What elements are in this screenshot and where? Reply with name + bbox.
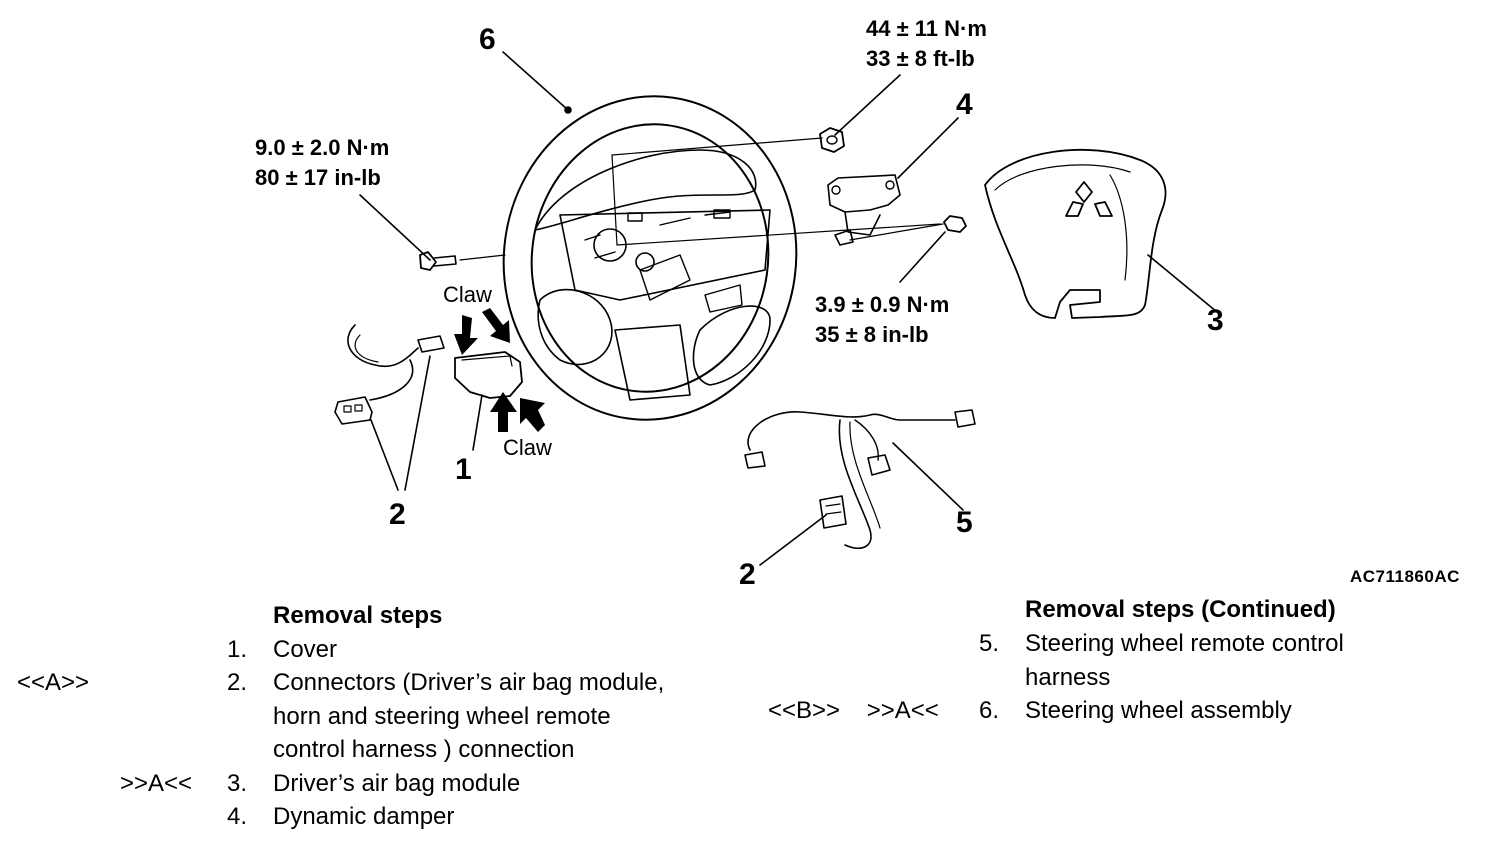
step-1-text: Cover (273, 636, 338, 663)
torque-bolt: 9.0 ± 2.0 N·m 80 ± 17 in-lb (255, 133, 389, 193)
callout-4: 4 (956, 88, 973, 121)
step-3-number: 3. (226, 770, 247, 797)
torque-nut-imperial: 33 ± 8 ft-lb (866, 46, 975, 71)
callout-5: 5 (956, 506, 973, 539)
torque-damper-bolt: 3.9 ± 0.9 N·m 35 ± 8 in-lb (815, 290, 949, 350)
step-5-text-line-1: Steering wheel remote control (1025, 630, 1344, 657)
remote-control-harness-drawing (744, 409, 976, 549)
step-4-number: 4. (226, 803, 247, 830)
callout-2-bottom: 2 (739, 558, 756, 591)
step-6-number: 6. (978, 697, 999, 724)
steps-right-heading: Removal steps (Continued) (1025, 596, 1336, 623)
damper-bolt-drawing (943, 215, 967, 233)
bolt-drawing (419, 251, 457, 271)
connector-harness-left-drawing (334, 324, 445, 425)
torque-bolt-metric: 9.0 ± 2.0 N·m (255, 135, 390, 160)
claw-label-bottom: Claw (503, 435, 552, 460)
leader-lines (359, 51, 1218, 566)
steering-wheel-drawing (502, 95, 798, 421)
claw-arrows (454, 308, 545, 432)
step-2-ref: <<A>> (17, 669, 90, 696)
assembly-lines (459, 137, 944, 261)
step-2-number: 2. (226, 669, 247, 696)
callout-3: 3 (1207, 304, 1224, 337)
cover-drawing (454, 351, 523, 399)
step-2-text-line-1: Connectors (Driver’s air bag module, (273, 669, 665, 696)
dynamic-damper-drawing (827, 174, 901, 246)
step-3-text: Driver’s air bag module (273, 770, 521, 797)
torque-nut: 44 ± 11 N·m 33 ± 8 ft-lb (866, 14, 987, 74)
torque-nut-metric: 44 ± 11 N·m (866, 16, 987, 41)
air-bag-module-drawing (984, 148, 1167, 319)
callout-2-left: 2 (389, 498, 406, 531)
torque-bolt-imperial: 80 ± 17 in-lb (255, 165, 381, 190)
torque-damper-imperial: 35 ± 8 in-lb (815, 322, 929, 347)
step-4-text: Dynamic damper (273, 803, 455, 830)
step-1-number: 1. (226, 636, 247, 663)
step-5-number: 5. (978, 630, 999, 657)
step-3-ref: >>A<< (120, 770, 193, 797)
illustration-code: AC711860AC (1350, 567, 1460, 586)
step-2-text-line-2: horn and steering wheel remote (273, 702, 611, 730)
steps-left-heading: Removal steps (273, 602, 443, 629)
step-2: <<A>> 2. Connectors (Driver’s air bag mo… (0, 666, 740, 766)
callout-1: 1 (455, 453, 472, 486)
step-6-ref: <<B>> >>A<< (768, 697, 939, 724)
claw-label-top: Claw (443, 282, 492, 307)
step-2-text-line-3: control harness ) connection (273, 736, 575, 763)
step-6-text: Steering wheel assembly (1025, 697, 1292, 724)
callout-6: 6 (479, 23, 496, 56)
step-5-text-line-2: harness (1025, 663, 1111, 691)
step-5: 5. Steering wheel remote control harness (760, 627, 1500, 694)
torque-damper-metric: 3.9 ± 0.9 N·m (815, 292, 950, 317)
nut-drawing (819, 127, 845, 153)
exploded-view-illustration (334, 51, 1218, 566)
